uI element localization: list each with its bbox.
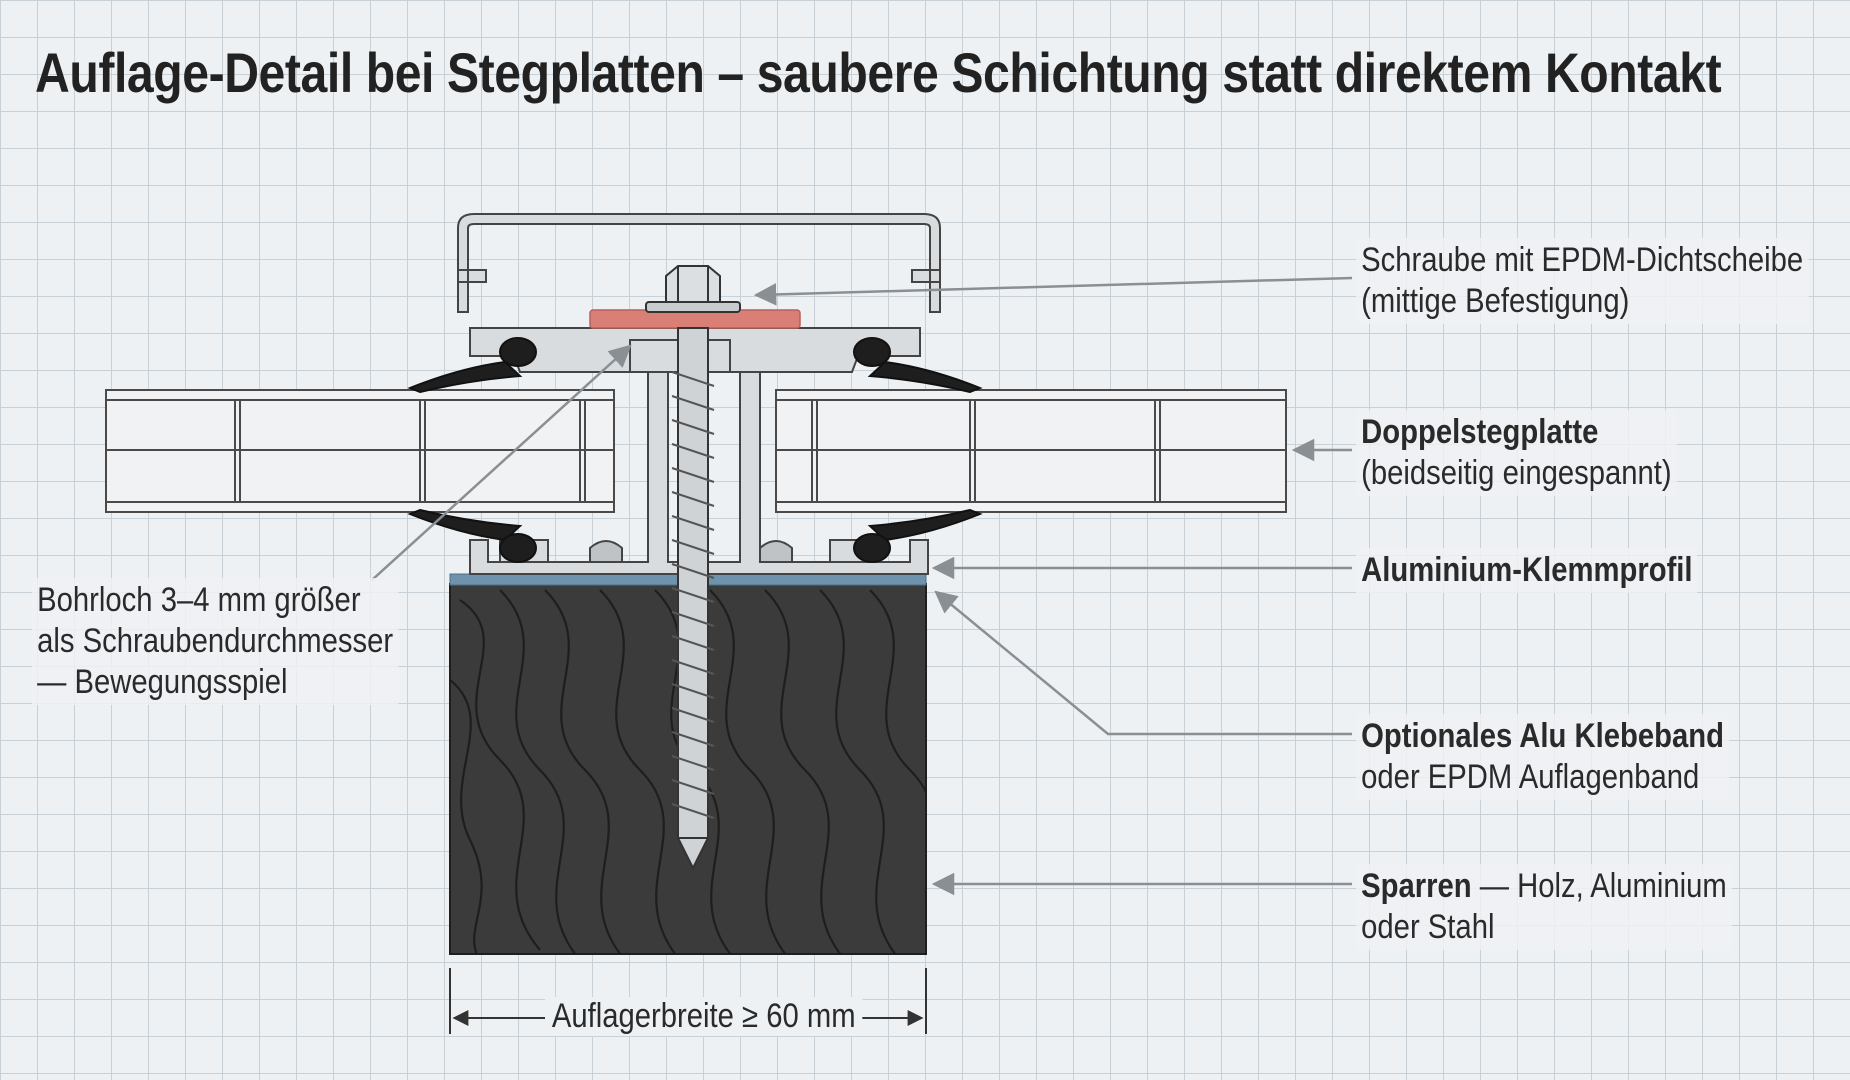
- cover-cap: [457, 213, 941, 313]
- screw: [645, 265, 741, 871]
- dimension-label: Auflagerbreite ≥ 60 mm: [545, 997, 863, 1036]
- label-rafter: Sparren — Holz, Aluminium oder Stahl: [1356, 864, 1732, 950]
- twin-wall-panel-right: [775, 389, 1287, 513]
- label-screw: Schraube mit EPDM-Dichtscheibe (mittige …: [1356, 238, 1809, 324]
- label-clamp: Aluminium-Klemmprofil: [1356, 548, 1698, 593]
- label-drill-hole: Bohrloch 3–4 mm größer als Schraubendurc…: [32, 578, 399, 705]
- label-panel: Doppelstegplatte (beidseitig eingespannt…: [1356, 410, 1677, 496]
- label-tape: Optionales Alu Klebeband oder EPDM Aufla…: [1356, 714, 1730, 800]
- leader-lines: [371, 276, 1353, 896]
- page-title: Auflage-Detail bei Stegplatten – saubere…: [35, 41, 1722, 104]
- epdm-gaskets: [407, 337, 983, 563]
- twin-wall-panel-left: [105, 389, 615, 513]
